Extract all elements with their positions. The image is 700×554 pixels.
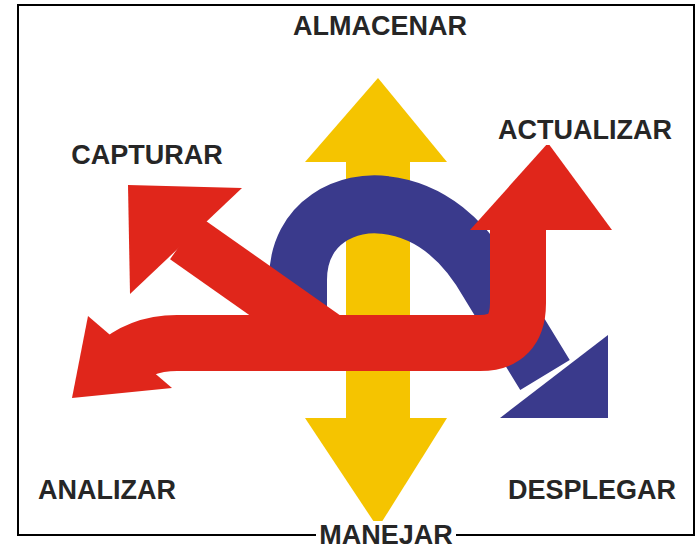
arrow-label: ALMACENAR	[290, 12, 470, 41]
red-head-capturar	[128, 185, 242, 294]
red-arrows	[72, 143, 612, 398]
yellow-head-up	[305, 78, 447, 162]
arrow-label: DESPLEGAR	[505, 476, 679, 505]
arrow-label: ACTUALIZAR	[495, 116, 675, 145]
arrow-label: MANEJAR	[316, 521, 456, 550]
frame	[18, 5, 694, 535]
red-head-actualizar	[470, 143, 612, 230]
arrow-label: CAPTURAR	[68, 141, 226, 170]
yellow-head-down	[305, 418, 447, 528]
blue-arch-arrow	[298, 204, 608, 418]
red-band	[112, 226, 518, 368]
arrow-label: ANALIZAR	[35, 476, 179, 505]
red-head-analizar	[72, 316, 172, 398]
